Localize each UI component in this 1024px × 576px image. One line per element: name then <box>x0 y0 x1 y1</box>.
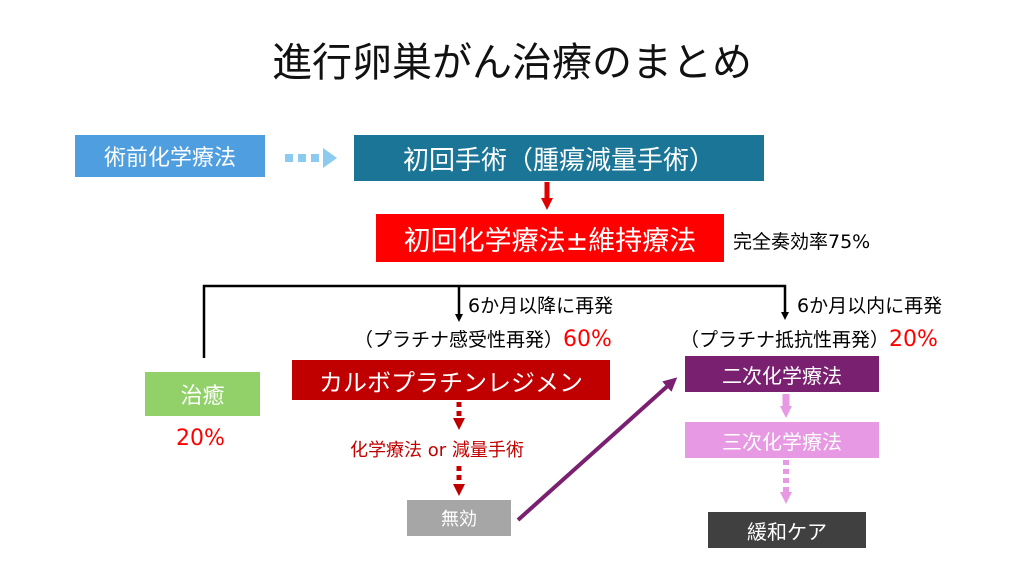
first-chemo-node: 初回化学療法±維持療法 <box>376 214 724 262</box>
or-text: or <box>427 440 447 461</box>
chemo-or-surgery-label: 化学療法 or 減量手術 <box>350 436 524 462</box>
branch-line <box>202 284 789 358</box>
cure-node: 治癒 <box>145 372 260 416</box>
relapse-within-6m-label: 6か月以内に再発 <box>797 295 943 317</box>
platinum-resistant-rate: 20% <box>889 327 938 352</box>
page-title: 進行卵巣がん治療のまとめ <box>272 40 752 86</box>
third-chemo-node: 三次化学療法 <box>685 422 879 458</box>
platinum-sensitive-label: （プラチナ感受性再発）60% <box>354 325 612 352</box>
platinum-sensitive-rate: 60% <box>563 327 612 352</box>
relapse-after-6m-label: 6か月以降に再発 <box>468 295 614 317</box>
arrow-ineffective-to-second-chemo <box>516 377 678 522</box>
primary-surgery-node: 初回手術（腫瘍減量手術） <box>354 135 764 181</box>
cure-rate-label: 20% <box>176 426 225 451</box>
ineffective-node: 無効 <box>407 500 511 536</box>
arrow-neoadjuvant-to-surgery <box>285 148 337 168</box>
debulking-text: 減量手術 <box>451 440 524 461</box>
platinum-resistant-label: （プラチナ抵抗性再発）20% <box>680 325 938 352</box>
palliative-care-node: 緩和ケア <box>708 512 866 548</box>
second-chemo-node: 二次化学療法 <box>685 356 879 392</box>
complete-response-label: 完全奏効率75% <box>733 231 871 253</box>
neoadjuvant-chemo-node: 術前化学療法 <box>75 135 265 177</box>
chemo-text: 化学療法 <box>350 440 422 461</box>
platinum-resistant-text: （プラチナ抵抗性再発） <box>680 329 890 351</box>
carboplatin-regimen-node: カルボプラチンレジメン <box>292 360 610 400</box>
platinum-sensitive-text: （プラチナ感受性再発） <box>354 329 564 351</box>
